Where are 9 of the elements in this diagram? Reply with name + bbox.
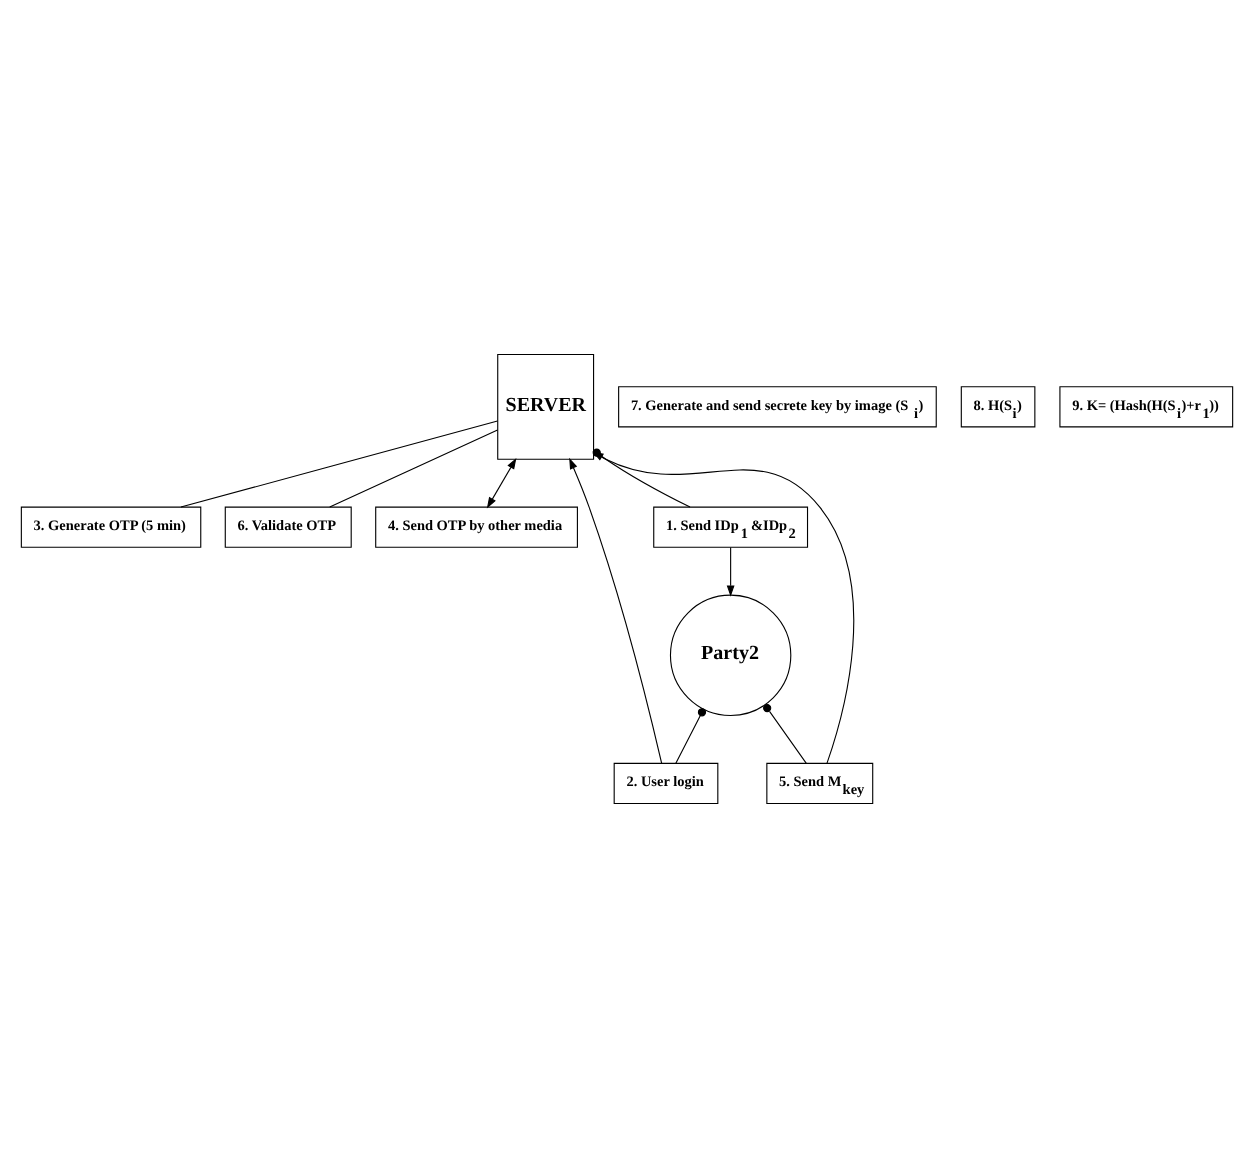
connector bbox=[180, 419, 499, 507]
arrow bbox=[486, 456, 517, 508]
arrow bbox=[592, 450, 855, 763]
arrow bbox=[569, 456, 663, 763]
connector bbox=[675, 707, 707, 763]
connector bbox=[763, 702, 807, 763]
node-box: SERVER bbox=[497, 352, 595, 459]
arrow bbox=[726, 545, 735, 596]
connector bbox=[329, 428, 499, 507]
